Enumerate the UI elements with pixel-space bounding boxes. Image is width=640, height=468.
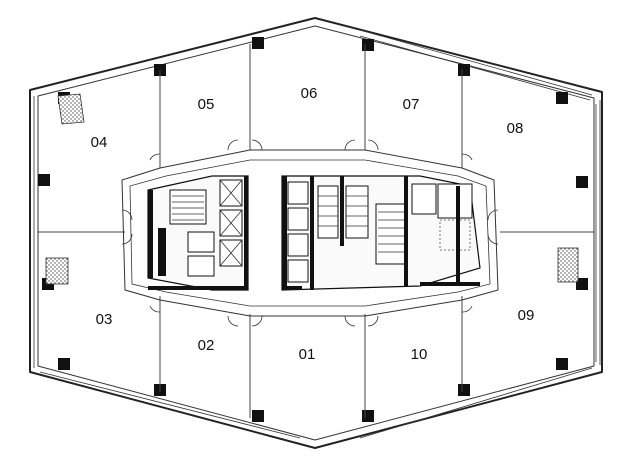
building-core xyxy=(147,175,481,291)
room-07-label: 07 xyxy=(403,96,420,113)
room-partitions xyxy=(38,44,594,418)
room-labels: 01 02 03 04 05 06 07 08 09 10 xyxy=(91,85,535,363)
service-shafts xyxy=(45,93,579,285)
room-05-label: 05 xyxy=(198,96,215,113)
room-03-label: 03 xyxy=(96,311,113,328)
room-01-label: 01 xyxy=(299,346,316,363)
room-10-label: 10 xyxy=(411,346,428,363)
corridor xyxy=(121,139,499,327)
room-06-label: 06 xyxy=(301,85,318,102)
room-04-label: 04 xyxy=(91,134,108,151)
room-09-label: 09 xyxy=(518,307,535,324)
room-08-label: 08 xyxy=(507,120,524,137)
room-02-label: 02 xyxy=(198,337,215,354)
building-envelope xyxy=(29,17,603,449)
